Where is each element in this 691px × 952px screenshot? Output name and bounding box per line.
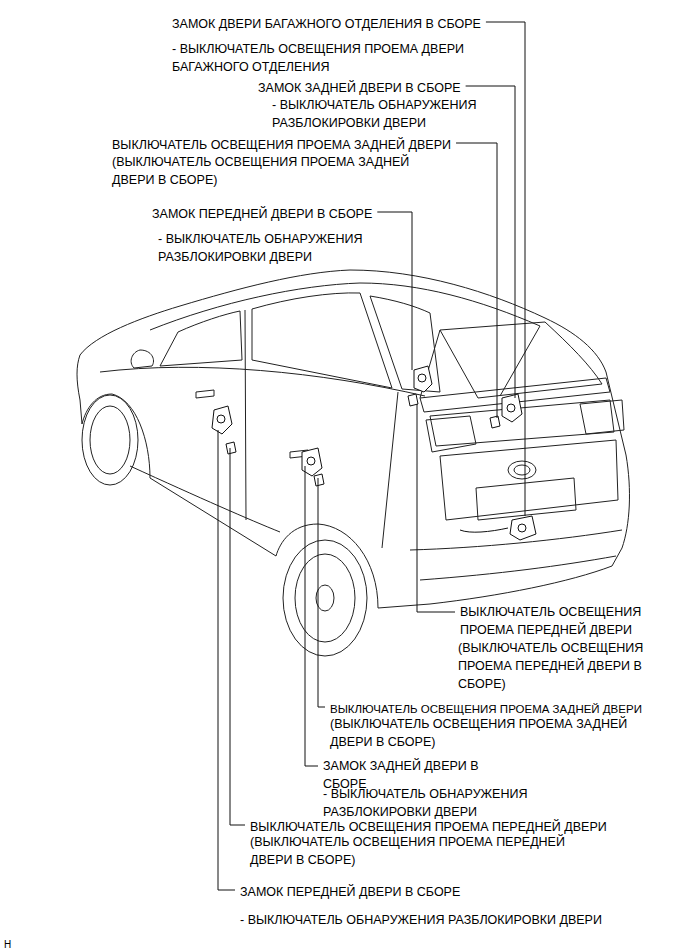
label-slot: (ВЫКЛЮЧАТЕЛЬ ОСВЕЩЕНИЯ ПРОЕМА ПЕРЕДНЕЙ Д…: [250, 833, 595, 869]
leader-line: [486, 22, 525, 516]
label-slot: - ВЫКЛЮЧАТЕЛЬ ОБНАРУЖЕНИЯ РАЗБЛОКИРОВКИ …: [158, 230, 398, 266]
leader-line: [417, 404, 455, 612]
label-slot: ВЫКЛЮЧАТЕЛЬ ОСВЕЩЕНИЯ ПРОЕМА ПЕРЕДНЕЙ ДВ…: [460, 603, 660, 639]
part-label: ВЫКЛЮЧАТЕЛЬ ОСВЕЩЕНИЯ ПРОЕМА ЗАДНЕЙ ДВЕР…: [330, 700, 642, 718]
label-slot: ЗАМОК ЗАДНЕЙ ДВЕРИ В СБОРЕ: [258, 78, 461, 97]
label-slot: ВЫКЛЮЧАТЕЛЬ ОСВЕЩЕНИЯ ПРОЕМА ПЕРЕДНЕЙ ДВ…: [250, 817, 607, 836]
label-slot: (ВЫКЛЮЧАТЕЛЬ ОСВЕЩЕНИЯ ПРОЕМА ЗАДНЕЙ ДВЕ…: [112, 153, 442, 189]
label-slot: H: [4, 934, 11, 952]
part-label: ВЫКЛЮЧАТЕЛЬ ОСВЕЩЕНИЯ ПРОЕМА ПЕРЕДНЕЙ ДВ…: [250, 818, 607, 836]
leader-line: [230, 448, 245, 825]
part-label: ЗАМОК ПЕРЕДНЕЙ ДВЕРИ В СБОРЕ: [152, 205, 372, 223]
part-label: ВЫКЛЮЧАТЕЛЬ ОСВЕЩЕНИЯ ПРОЕМА ЗАДНЕЙ ДВЕР…: [112, 136, 451, 154]
label-slot: - ВЫКЛЮЧАТЕЛЬ ОБНАРУЖЕНИЯ РАЗБЛОКИРОВКИ …: [272, 96, 512, 132]
leader-line: [456, 143, 497, 418]
label-slot: (ВЫКЛЮЧАТЕЛЬ ОСВЕЩЕНИЯ ПРОЕМА ПЕРЕДНЕЙ Д…: [458, 639, 684, 693]
leader-line: [318, 478, 325, 707]
part-label: ЗАМОК ПЕРЕДНЕЙ ДВЕРИ В СБОРЕ: [240, 883, 460, 901]
label-slot: ВЫКЛЮЧАТЕЛЬ ОСВЕЩЕНИЯ ПРОЕМА ЗАДНЕЙ ДВЕР…: [112, 135, 451, 154]
part-label: (ВЫКЛЮЧАТЕЛЬ ОСВЕЩЕНИЯ ПРОЕМА ПЕРЕДНЕЙ Д…: [250, 833, 595, 869]
part-label: ЗАМОК ЗАДНЕЙ ДВЕРИ В СБОРЕ: [258, 79, 461, 97]
leader-line: [466, 86, 515, 398]
leader-line: [377, 212, 412, 370]
part-label: ВЫКЛЮЧАТЕЛЬ ОСВЕЩЕНИЯ ПРОЕМА ПЕРЕДНЕЙ ДВ…: [460, 603, 660, 639]
label-slot: - ВЫКЛЮЧАТЕЛЬ ОСВЕЩЕНИЯ ПРОЕМА ДВЕРИ БАГ…: [172, 40, 492, 76]
part-label: (ВЫКЛЮЧАТЕЛЬ ОСВЕЩЕНИЯ ПРОЕМА ПЕРЕДНЕЙ Д…: [458, 639, 684, 693]
figure-id: H: [4, 936, 11, 952]
part-label: (ВЫКЛЮЧАТЕЛЬ ОСВЕЩЕНИЯ ПРОЕМА ЗАДНЕЙ ДВЕ…: [330, 715, 660, 751]
label-slot: ЗАМОК ПЕРЕДНЕЙ ДВЕРИ В СБОРЕ: [240, 882, 460, 901]
part-label: (ВЫКЛЮЧАТЕЛЬ ОСВЕЩЕНИЯ ПРОЕМА ЗАДНЕЙ ДВЕ…: [112, 153, 442, 189]
label-slot: ВЫКЛЮЧАТЕЛЬ ОСВЕЩЕНИЯ ПРОЕМА ЗАДНЕЙ ДВЕР…: [330, 699, 642, 718]
part-label: - ВЫКЛЮЧАТЕЛЬ ОБНАРУЖЕНИЯ РАЗБЛОКИРОВКИ …: [240, 911, 602, 929]
part-label: - ВЫКЛЮЧАТЕЛЬ ОБНАРУЖЕНИЯ РАЗБЛОКИРОВКИ …: [323, 785, 563, 821]
label-slot: (ВЫКЛЮЧАТЕЛЬ ОСВЕЩЕНИЯ ПРОЕМА ЗАДНЕЙ ДВЕ…: [330, 715, 660, 751]
part-label: - ВЫКЛЮЧАТЕЛЬ ОБНАРУЖЕНИЯ РАЗБЛОКИРОВКИ …: [158, 230, 398, 266]
part-label: ЗАМОК ДВЕРИ БАГАЖНОГО ОТДЕЛЕНИЯ В СБОРЕ: [172, 15, 481, 33]
label-slot: - ВЫКЛЮЧАТЕЛЬ ОБНАРУЖЕНИЯ РАЗБЛОКИРОВКИ …: [323, 785, 563, 821]
leader-line: [305, 466, 318, 766]
label-slot: ЗАМОК ДВЕРИ БАГАЖНОГО ОТДЕЛЕНИЯ В СБОРЕ: [172, 14, 481, 33]
label-slot: ЗАМОК ПЕРЕДНЕЙ ДВЕРИ В СБОРЕ: [152, 204, 372, 223]
part-label: - ВЫКЛЮЧАТЕЛЬ ОБНАРУЖЕНИЯ РАЗБЛОКИРОВКИ …: [272, 96, 512, 132]
label-slot: - ВЫКЛЮЧАТЕЛЬ ОБНАРУЖЕНИЯ РАЗБЛОКИРОВКИ …: [240, 910, 602, 929]
leader-line: [218, 430, 235, 890]
part-label: - ВЫКЛЮЧАТЕЛЬ ОСВЕЩЕНИЯ ПРОЕМА ДВЕРИ БАГ…: [172, 40, 492, 76]
